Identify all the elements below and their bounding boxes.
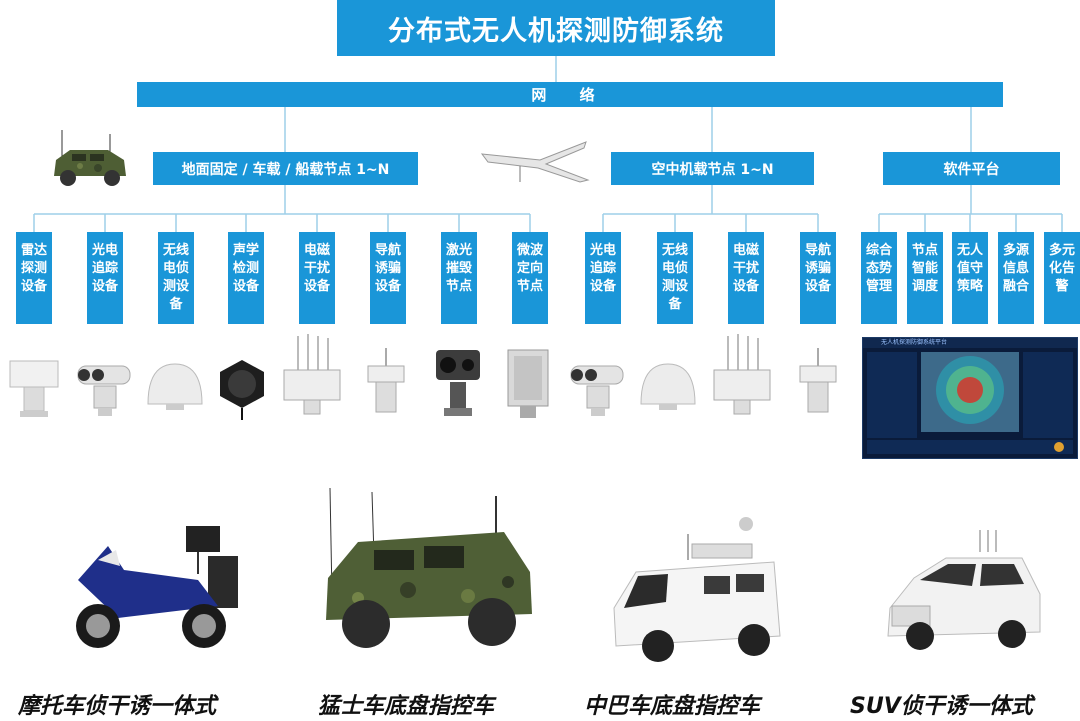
- nav-spoofer-image: [367, 348, 405, 413]
- armored-vehicle-small-image: [54, 130, 126, 186]
- acoustic-sensor-image: [220, 360, 264, 420]
- radar-device-image: [9, 360, 59, 417]
- eo-tracker-image: [77, 365, 131, 416]
- air-rf-detector-image: [640, 363, 696, 410]
- leaf-air-4: 导航诱骗设备: [800, 232, 836, 324]
- system-title: 分布式无人机探测防御系统: [337, 0, 775, 56]
- leaf-software-1: 综合态势管理: [861, 232, 897, 324]
- air-eo-tracker-image: [570, 365, 624, 416]
- leaf-ground-5: 电磁干扰设备: [299, 232, 335, 324]
- leaf-ground-2: 光电追踪设备: [87, 232, 123, 324]
- motorcycle-image: [76, 526, 238, 648]
- air-nav-spoofer-image: [799, 348, 837, 413]
- leaf-air-3: 电磁干扰设备: [728, 232, 764, 324]
- leaf-ground-7: 激光摧毁节点: [441, 232, 477, 324]
- leaf-air-2: 无线电侦测设备: [657, 232, 693, 324]
- leaf-ground-6: 导航诱骗设备: [370, 232, 406, 324]
- leaf-air-1: 光电追踪设备: [585, 232, 621, 324]
- screen-header: 无人机探测防御系统平台: [863, 338, 1077, 348]
- leaf-ground-4: 声学检测设备: [228, 232, 264, 324]
- jammer-device-image: [283, 334, 341, 415]
- leaf-software-3: 无人值守策略: [952, 232, 988, 324]
- leaf-software-4: 多源信息融合: [998, 232, 1034, 324]
- leaf-software-2: 节点智能调度: [907, 232, 943, 324]
- rf-detector-dome-image: [147, 363, 203, 410]
- group-software-platform: 软件平台: [883, 152, 1060, 185]
- group-ground-nodes: 地面固定 / 车载 / 船载节点 1~N: [153, 152, 418, 185]
- leaf-ground-1: 雷达探测设备: [16, 232, 52, 324]
- caption-mengshi: 猛士车底盘指控车: [318, 694, 495, 719]
- leaf-ground-3: 无线电侦测设备: [158, 232, 194, 324]
- caption-suv: SUV侦干诱一体式: [850, 694, 1033, 719]
- mengshi-vehicle-image: [326, 487, 532, 648]
- network-bar: 网 络: [137, 82, 1003, 107]
- laser-node-image: [436, 350, 480, 416]
- group-air-nodes: 空中机载节点 1~N: [611, 152, 814, 185]
- caption-motorcycle: 摩托车侦干诱一体式: [18, 694, 217, 719]
- suv-image: [887, 530, 1041, 650]
- air-jammer-image: [713, 334, 771, 415]
- minibus-image: [613, 517, 781, 662]
- microwave-node-image: [507, 349, 549, 418]
- leaf-ground-8: 微波定向节点: [512, 232, 548, 324]
- software-screenshot: 无人机探测防御系统平台: [862, 337, 1078, 459]
- fixed-wing-drone-image: [480, 141, 590, 183]
- leaf-software-5: 多元化告警: [1044, 232, 1080, 324]
- screen-dashboard-graphic: [867, 352, 1073, 454]
- caption-minibus: 中巴车底盘指控车: [584, 694, 761, 719]
